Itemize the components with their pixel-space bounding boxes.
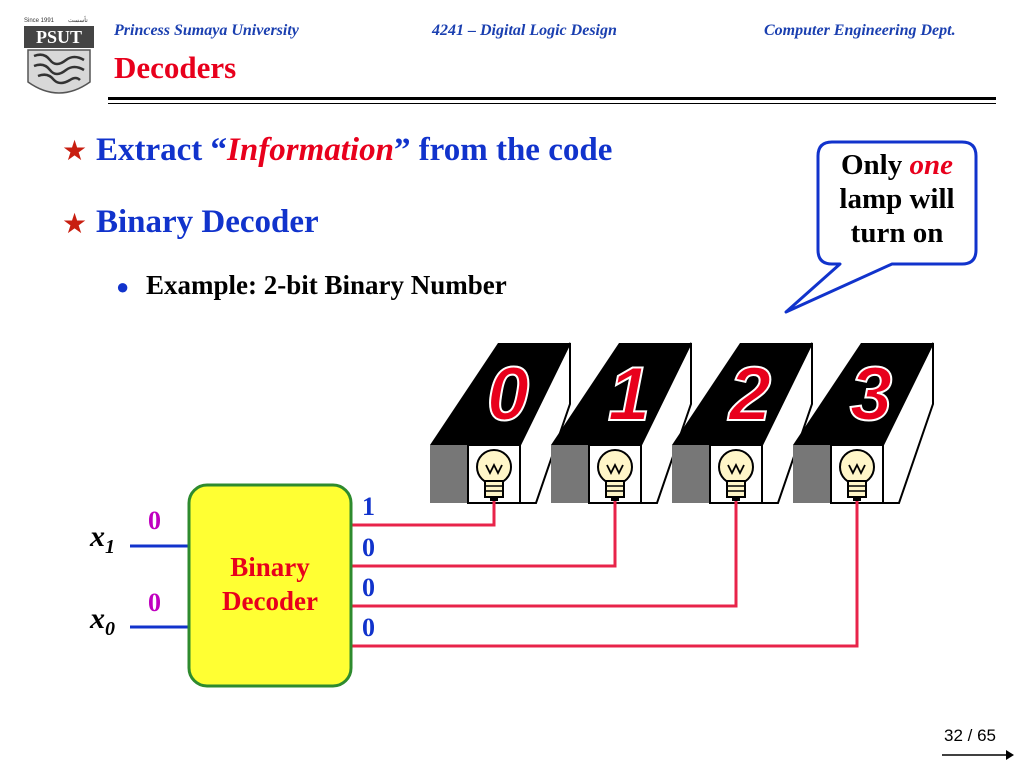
lamp-digit-2: 2 [727, 352, 771, 437]
output-wire-2 [350, 501, 738, 608]
callout-line1-pre: Only [841, 149, 910, 181]
header-rule [108, 97, 996, 100]
input-x1-var: x [90, 520, 105, 553]
header-rule-thin [108, 103, 996, 104]
lamp-digit-3: 3 [850, 352, 892, 437]
bullet-extract-information: Extract “Information” from the code [96, 132, 612, 169]
logo-since-text: Since 1991 [24, 18, 55, 24]
output-wire-1 [350, 501, 617, 568]
lamp-digit-0: 0 [487, 352, 529, 437]
output-wire-0 [350, 501, 496, 527]
header-department: Computer Engineering Dept. [764, 22, 956, 39]
bullet1-emphasis: Information [227, 132, 394, 168]
header-course: 4241 – Digital Logic Design [432, 22, 617, 39]
dot-bullet-icon: ● [116, 274, 130, 299]
output-wire-3 [350, 501, 859, 648]
input-label-x1: x1 [90, 520, 115, 559]
next-slide-arrow-icon[interactable] [940, 748, 1016, 762]
input-x1-subscript: 1 [105, 536, 115, 558]
callout-line1-em: one [909, 149, 954, 181]
output-value-0: 1 [362, 492, 375, 521]
lamp-digit-1: 1 [608, 352, 650, 437]
star-bullet-icon: ★ [62, 209, 88, 240]
callout-text: Only one lamp will turn on [818, 148, 976, 250]
bullet1-post: ” from the code [393, 132, 613, 168]
decoder-label-line1: Binary [230, 552, 310, 582]
decoder-block [187, 483, 353, 688]
input-value-x0: 0 [148, 588, 161, 617]
decoder-label-line2: Decoder [222, 586, 318, 616]
output-value-2: 0 [362, 573, 375, 602]
bullet1-pre: Extract “ [96, 132, 228, 168]
page-number: 32 / 65 [944, 726, 996, 745]
callout-line3: turn on [850, 217, 944, 249]
logo-arabic-text: تأسست [68, 15, 88, 24]
output-value-1: 0 [362, 533, 375, 562]
decoder-label: Binary Decoder [189, 550, 351, 618]
input-x0-subscript: 0 [105, 618, 115, 640]
input-value-x1: 0 [148, 506, 161, 535]
bullet-binary-decoder: Binary Decoder [96, 204, 319, 240]
university-logo: Since 1991 تأسست PSUT [20, 12, 100, 104]
callout-line2: lamp will [839, 183, 955, 215]
callout-bubble [784, 140, 978, 314]
output-value-3: 0 [362, 613, 375, 642]
input-x0-var: x [90, 602, 105, 635]
subbullet-example: Example: 2-bit Binary Number [146, 270, 507, 300]
slide-title: Decoders [114, 50, 237, 85]
star-bullet-icon: ★ [62, 136, 88, 167]
input-label-x0: x0 [90, 602, 115, 641]
logo-text: PSUT [36, 27, 82, 47]
header-university: Princess Sumaya University [114, 22, 299, 39]
